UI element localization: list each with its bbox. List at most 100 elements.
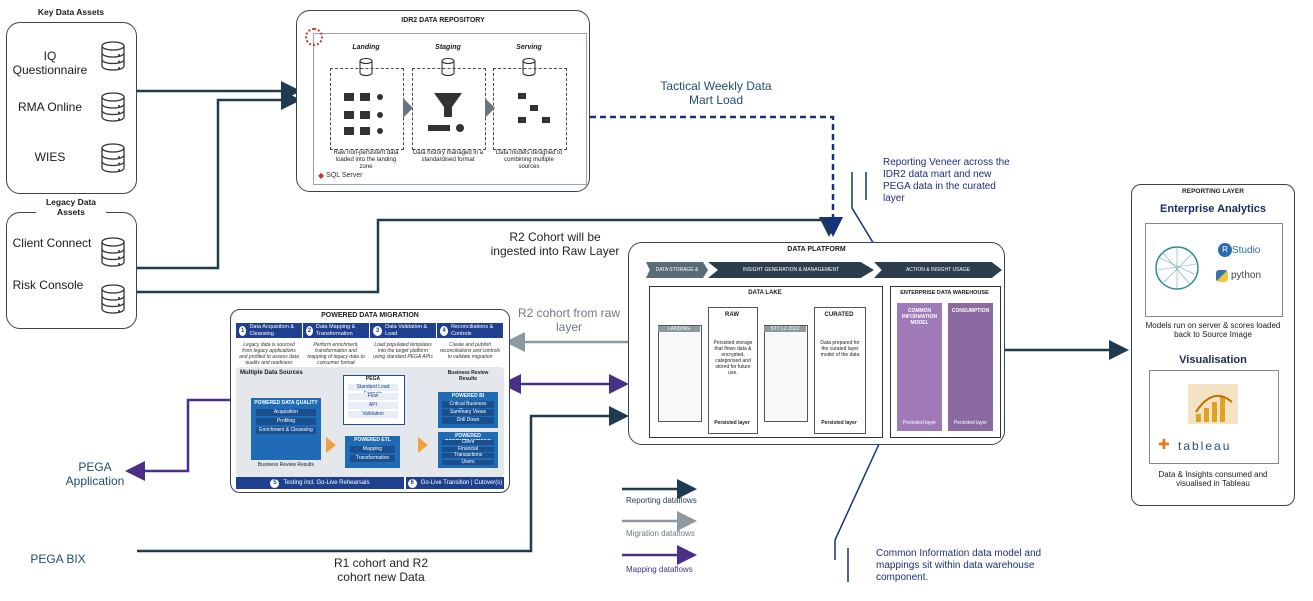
- rstudio-icon: R: [1218, 243, 1232, 257]
- etl-title: POWERED ETL: [354, 437, 391, 443]
- database-icon: [101, 143, 125, 173]
- lake-raw-box: [708, 307, 758, 434]
- review-results-1: Business Review Results: [257, 462, 315, 468]
- analytics-image: [1145, 223, 1283, 317]
- step-number: 3: [373, 325, 383, 336]
- dq-item: Acquisition: [256, 409, 316, 416]
- models-desc: Models run on server & scores loaded bac…: [1145, 321, 1281, 340]
- stage-staging-title: Staging: [435, 44, 461, 51]
- tableau-logo-icon: ✚: [1158, 436, 1170, 452]
- asset-risk-console-label: Risk Console: [12, 278, 84, 292]
- migration-step-desc: Legacy data is sourced from legacy appli…: [239, 342, 299, 364]
- legacy-assets-title: Legacy Data Assets: [36, 197, 106, 217]
- pega-item: Flow: [348, 393, 398, 400]
- python-label: python: [1231, 270, 1262, 281]
- asset-client-connect-label: Client Connect: [12, 236, 92, 250]
- step-number: 1: [239, 325, 247, 336]
- etl-item: Transformation: [350, 455, 395, 462]
- consumption-column: [948, 303, 993, 431]
- lake-stt-title: STT LZ 2022: [764, 326, 806, 332]
- lake-raw-persisted: Persisted layer: [714, 420, 750, 426]
- recon-item: Client: [442, 440, 494, 445]
- r2-raw-label: R2 Cohort will be ingested into Raw Laye…: [490, 230, 620, 258]
- visualisation-title: Visualisation: [1179, 354, 1247, 366]
- platform-band-1: DATA STORAGE & HISTORY: [646, 262, 708, 278]
- chord-chart-icon: [1155, 246, 1199, 290]
- database-icon: [101, 92, 125, 122]
- bottom-number: 6: [407, 478, 417, 488]
- legend-migration: Migration dataflows: [626, 529, 695, 538]
- dq-title: POWERED DATA QUALITY: [254, 400, 318, 406]
- migration-step-desc: Load populated templates into the target…: [373, 342, 433, 360]
- repository-badge-icon: [305, 28, 323, 46]
- rstudio-label: Studio: [1232, 245, 1261, 256]
- stage-icons: [344, 58, 550, 135]
- cim-persisted: Persisted layer: [902, 420, 937, 426]
- bi-item: Drill Down: [442, 417, 494, 424]
- legacy-to-repo-line: [137, 90, 301, 270]
- asset-wies-label: WIES: [34, 150, 66, 164]
- lake-curated-persisted: Persisted layer: [821, 420, 857, 426]
- pega-title: PEGA: [365, 376, 381, 382]
- pega-item: API: [348, 402, 398, 409]
- database-icon: [101, 237, 125, 267]
- cim-label: Common Information data model and mappin…: [876, 548, 1042, 583]
- step-label: Data Mapping & Transformation: [315, 324, 356, 337]
- stage-serving-desc: Data models designed to combining multip…: [495, 150, 563, 171]
- step-label: Reconciliations & Controls: [451, 324, 494, 337]
- tactical-dashed-line: [590, 115, 843, 237]
- stage-serving-title: Serving: [516, 44, 542, 51]
- review-results-2: Business Review Results: [447, 370, 489, 382]
- database-icon: [101, 284, 125, 314]
- consumption-column-title: CONSUMPTION: [951, 308, 990, 314]
- stage-chevron-2: [485, 98, 495, 118]
- step-label: Data Acquisition & Cleansing: [249, 324, 295, 337]
- bi-item: Summary Views: [442, 409, 494, 416]
- recon-item: Transactions: [442, 453, 494, 458]
- stage-landing-desc: Raw non-persistent data loaded into the …: [333, 150, 399, 171]
- sql-server-logo: ◆ SQL Server: [318, 170, 363, 180]
- reporting-title: REPORTING LAYER: [1182, 188, 1244, 195]
- python-icon: [1216, 270, 1228, 282]
- pega-bix-label: PEGA BIX: [30, 552, 86, 566]
- migration-title: POWERED DATA MIGRATION: [321, 312, 419, 319]
- multiple-sources-label: Multiple Data Sources: [240, 370, 303, 376]
- lake-raw-desc: Persisted storage that flows data & encr…: [713, 340, 753, 376]
- enterprise-analytics-title: Enterprise Analytics: [1160, 203, 1266, 215]
- data-lake-title: DATA LAKE: [748, 290, 782, 296]
- lake-landing-title: LANDING: [658, 326, 700, 332]
- stage-staging-desc: Data history managed in a standardised f…: [412, 150, 484, 164]
- edw-title: ENTERPRISE DATA WAREHOUSE: [900, 290, 989, 296]
- tableau-label: tableau: [1178, 439, 1232, 453]
- stage-landing-title: Landing: [352, 44, 380, 51]
- recon-item: Financial: [442, 446, 494, 452]
- veneer-label: Reporting Veneer across the IDR2 data ma…: [883, 157, 1010, 204]
- key-assets-title: Key Data Assets: [36, 7, 106, 17]
- platform-band-3: ACTION & INSIGHT USAGE: [874, 262, 1002, 278]
- step-number: 4: [440, 325, 449, 336]
- lake-curated-box: [814, 307, 866, 434]
- migration-arrow-2: [418, 437, 428, 453]
- r1r2-label: R1 cohort and R2 cohort new Data: [333, 556, 429, 584]
- sql-server-label: SQL Server: [326, 171, 363, 179]
- lake-curated-title: CURATED: [824, 312, 854, 318]
- pega-application-label: PEGA Application: [65, 460, 125, 488]
- cim-column: [897, 303, 942, 431]
- bottom-number: 5: [270, 478, 280, 488]
- bi-title: POWERED BI: [451, 393, 485, 399]
- asset-iq-label: IQ Questionnaire: [12, 49, 88, 77]
- lake-raw-title: RAW: [725, 312, 739, 318]
- recon-item: Users: [442, 459, 494, 465]
- etl-item: Mapping: [350, 446, 395, 453]
- tactical-load-label: Tactical Weekly Data Mart Load: [660, 79, 772, 107]
- cim-column-title: COMMON INFORMATION MODEL: [902, 308, 937, 326]
- to-pega-app-line: [125, 398, 268, 481]
- migration-arrow-1: [326, 437, 336, 453]
- bottom-label: Testing incl. Go-Live Rehearsals: [283, 480, 370, 486]
- pega-item: Validation: [348, 411, 398, 418]
